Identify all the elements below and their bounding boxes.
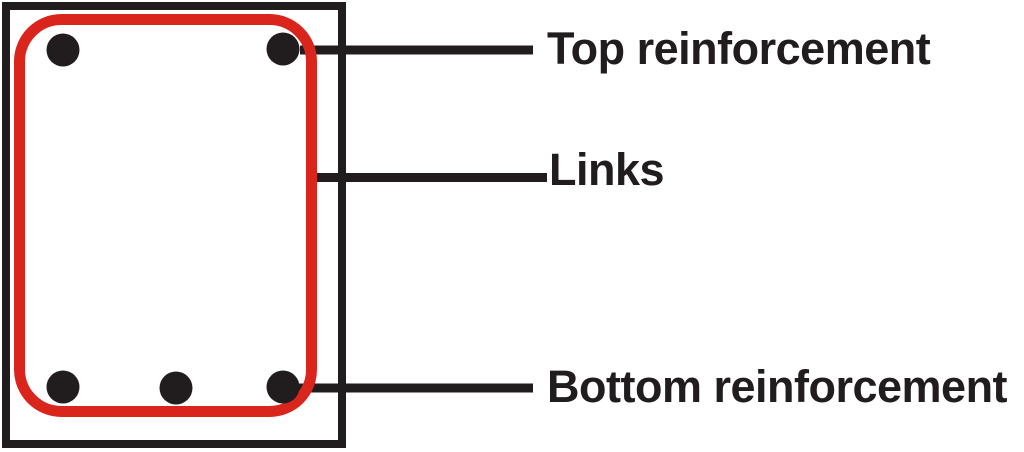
rebar-dot-top-left [46,33,80,67]
rebar-dot-bottom-left [46,370,80,404]
label-bottom-reinforcement: Bottom reinforcement [547,361,1008,412]
link-stirrup-rect [14,14,317,417]
label-top-reinforcement: Top reinforcement [547,23,931,74]
rebar-dot-top-right [266,32,300,66]
label-links: Links [549,144,665,195]
beam-outline-rect [2,2,346,448]
rebar-dot-bottom-middle [159,371,193,405]
rebar-dot-bottom-right [266,370,300,404]
